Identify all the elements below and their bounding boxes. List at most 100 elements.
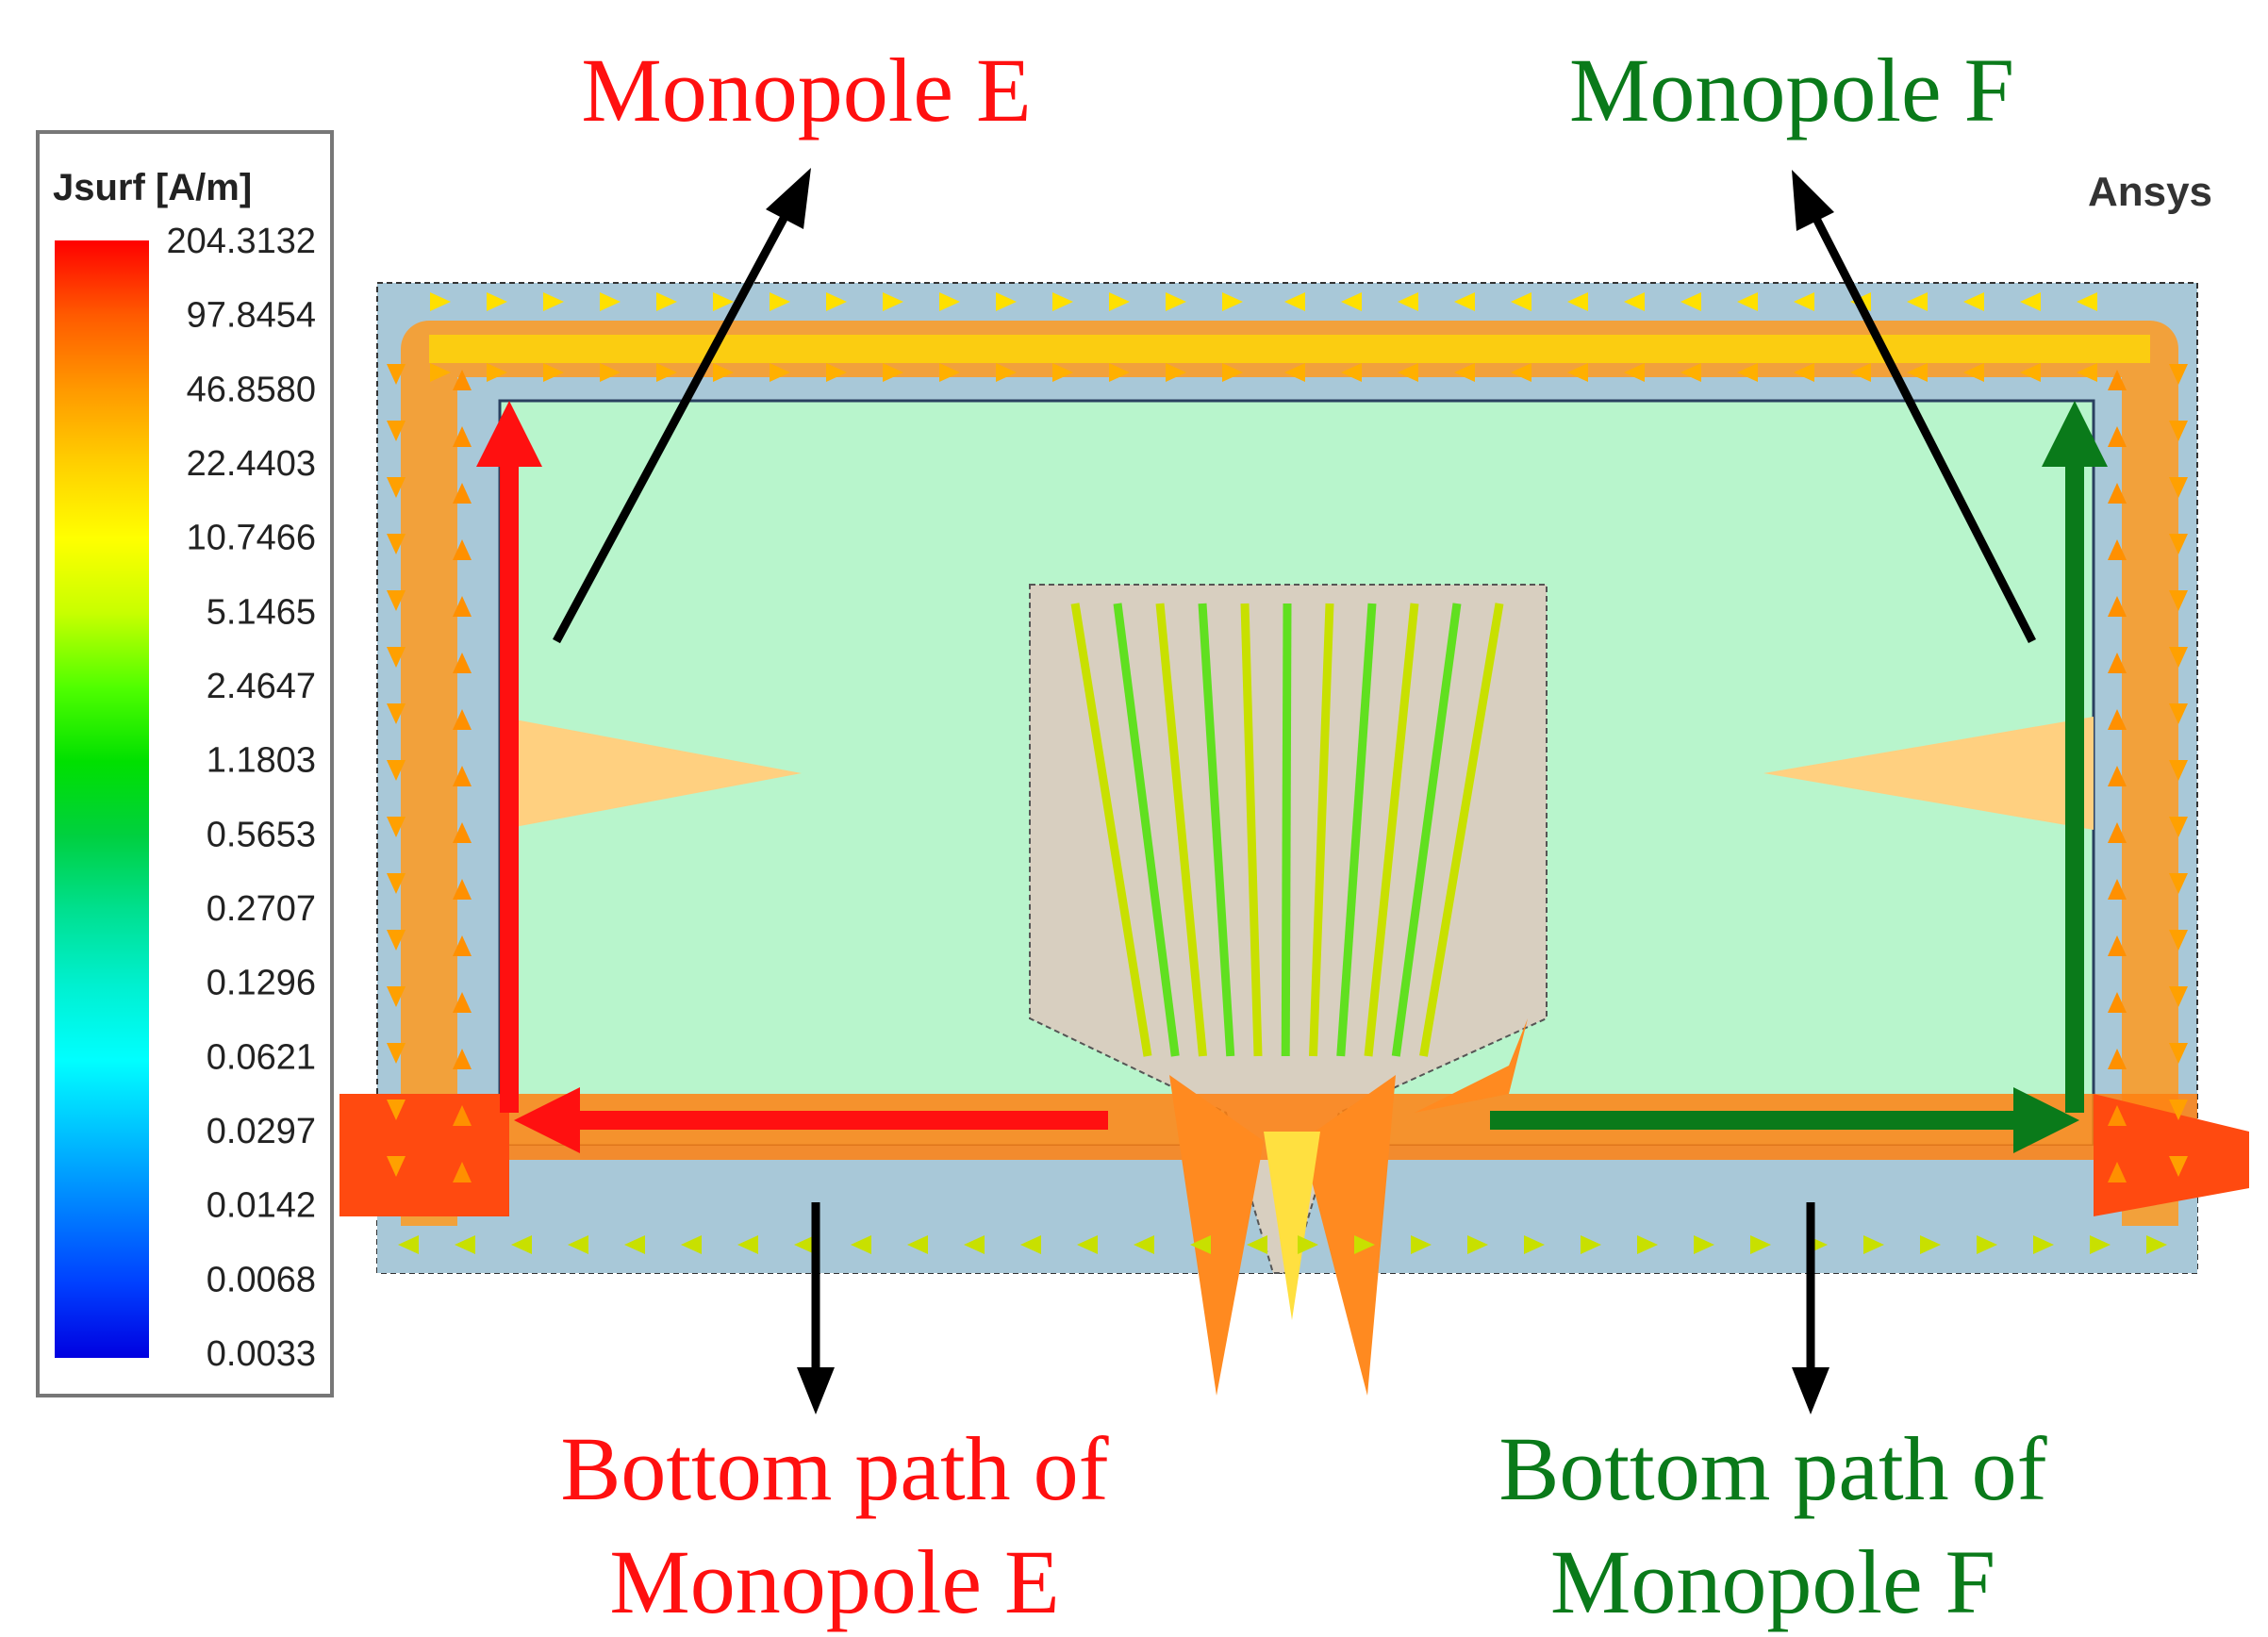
current-arrow [1794,292,1814,311]
current-arrow [1511,363,1531,382]
current-arrow [2108,935,2127,956]
legend-tick-label: 97.8454 [187,296,316,336]
current-arrow [387,534,406,554]
left-feed-hotspot [339,1094,509,1216]
legend-tick-label: 0.1296 [207,964,316,1003]
feed-arrow-right [1301,1075,1396,1396]
current-arrow [511,1235,532,1254]
current-arrow-glyphs [387,292,2188,1254]
current-arrow [1680,292,1701,311]
current-arrow [2169,1100,2188,1120]
current-arrow [1134,1235,1154,1254]
current-arrow [453,766,472,786]
current-arrow [883,363,903,382]
patch-current-streams [1070,603,1504,1057]
current-arrow [1567,292,1588,311]
current-arrow [656,363,677,382]
current-arrow [2169,817,2188,837]
legend-tick-label: 22.4403 [187,444,316,484]
current-arrow [1341,292,1362,311]
current-arrow [1977,1235,1997,1254]
current-arrow [2108,822,2127,843]
current-arrow [2020,363,2041,382]
current-arrow [1920,1235,1941,1254]
current-arrow [656,292,677,311]
current-arrow [1190,1235,1211,1254]
current-arrow [387,817,406,837]
right-stub [1763,717,2094,830]
current-arrow [2169,930,2188,951]
current-arrow [996,292,1017,311]
label-bottom-e-line2: Monopole E [609,1531,1059,1632]
current-arrow [2169,986,2188,1007]
patch-current-stream [1198,603,1235,1057]
current-arrow [2108,1049,2127,1069]
antenna-structure [339,282,2249,1396]
label-bottom-f-line2: Monopole F [1550,1531,1995,1632]
feed-center-strip [1264,1132,1320,1320]
patch-current-stream [1336,603,1377,1057]
current-arrow [453,879,472,900]
current-arrow [453,1105,472,1126]
current-arrow [907,1235,928,1254]
current-arrow [387,760,406,781]
current-arrow [770,363,790,382]
current-arrow [453,539,472,560]
current-arrow [543,363,564,382]
current-arrow [1567,363,1588,382]
current-arrow [1020,1235,1041,1254]
current-arrow [1222,363,1243,382]
current-arrow [1680,363,1701,382]
current-arrow [1454,292,1475,311]
color-legend: Jsurf [A/m] 204.313297.845446.858022.440… [36,130,334,1397]
current-arrow [1750,1235,1771,1254]
current-arrow [398,1235,419,1254]
current-arrow [1052,363,1073,382]
current-arrow [2169,590,2188,611]
pointer-monopole-f-head [1792,170,1834,231]
current-arrow [1341,363,1362,382]
current-arrow [1581,1235,1601,1254]
pointer-monopole-f [1806,205,2037,644]
current-arrow [387,1043,406,1064]
current-arrow [453,370,472,390]
patch-current-stream [1240,603,1263,1057]
current-arrow [2077,292,2097,311]
label-monopole-f: Monopole F [1569,40,2014,141]
current-arrow [2169,873,2188,894]
patch-current-stream [1281,603,1292,1057]
current-arrow [1411,1235,1432,1254]
current-arrow [2108,596,2127,617]
current-arrow [1694,1235,1714,1254]
current-arrow [737,1235,758,1254]
current-arrow [939,292,960,311]
current-arrow [1467,1235,1488,1254]
current-arrow [487,363,507,382]
current-arrow [453,1049,472,1069]
legend-tick-label: 0.0142 [207,1186,316,1226]
current-arrow [430,292,451,311]
monopole-f-vertical-arrowhead [2042,401,2108,467]
feed-arrow-left [1169,1075,1264,1396]
current-arrow [2033,1235,2054,1254]
current-arrow [1284,292,1305,311]
legend-color-bar [55,240,149,1358]
annotations: Monopole E Monopole F Ansys Bottom path … [476,40,2212,1632]
current-arrow [2090,1235,2111,1254]
current-arrow [1166,363,1186,382]
label-bottom-e-line1: Bottom path of [560,1418,1108,1519]
legend-tick-label: 0.0621 [207,1037,316,1077]
legend-tick-label: 0.0297 [207,1112,316,1151]
current-arrow [2077,363,2097,382]
pointer-bottom-e-head [797,1367,835,1414]
current-arrow [1907,363,1928,382]
current-arrow [2108,1105,2127,1126]
current-arrow [1454,363,1475,382]
current-arrow [1354,1235,1375,1254]
current-arrow [2108,992,2127,1013]
current-arrow [2108,426,2127,447]
current-arrow [2108,370,2127,390]
current-arrow [2169,1043,2188,1064]
legend-tick-label: 0.2707 [207,889,316,929]
